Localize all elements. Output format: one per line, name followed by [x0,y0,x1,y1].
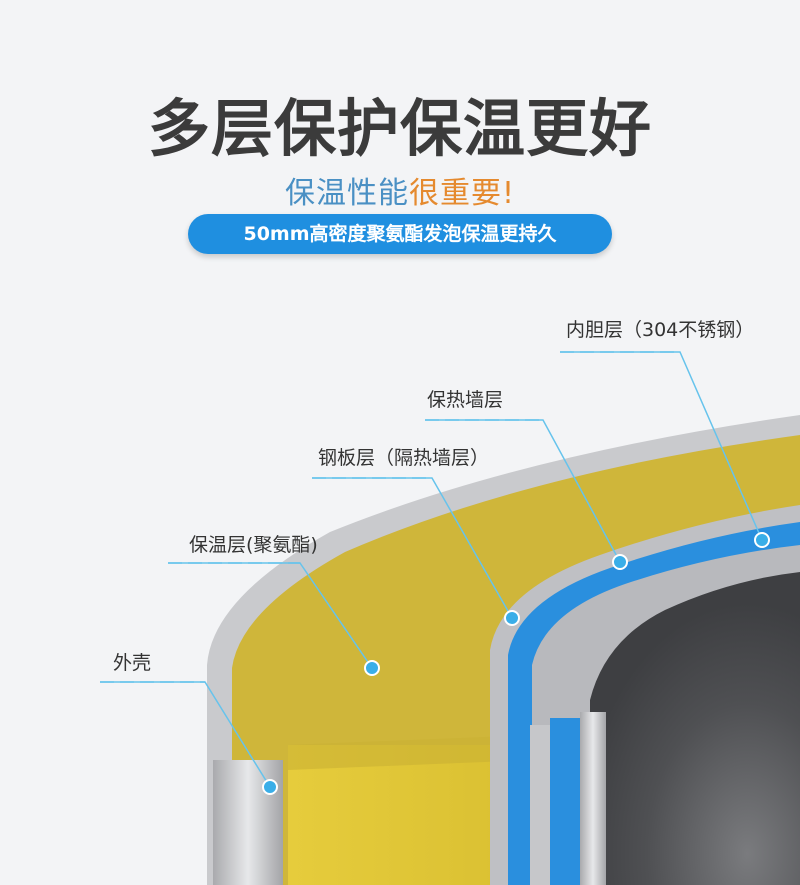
subtitle-part1: 保温性能 [284,176,409,211]
subtitle-part2: 很重要! [408,176,516,211]
dot-insulation-wall [612,554,628,570]
dot-foam [364,660,380,676]
subtitle: 保温性能很重要! [0,168,800,212]
page-title: 多层保护保温更好 [147,92,652,165]
dot-inner-liner [754,532,770,548]
tank-interior [590,572,800,885]
label-foam-layer: 保温层(聚氨酯) [189,534,318,556]
dot-steel-plate [504,610,520,626]
dot-outer-shell [262,779,278,795]
leader-insulation-wall [425,419,621,563]
label-insulation-wall: 保热墙层 [427,389,504,411]
label-inner-liner: 内胆层（304不锈钢） [566,319,755,341]
label-outer-shell: 外壳 [113,652,152,674]
outer-shell-face [213,760,283,885]
highlight-badge: 50mm高密度聚氨酯发泡保温更持久 [188,214,612,254]
label-steel-plate: 钢板层（隔热墙层） [318,447,490,469]
